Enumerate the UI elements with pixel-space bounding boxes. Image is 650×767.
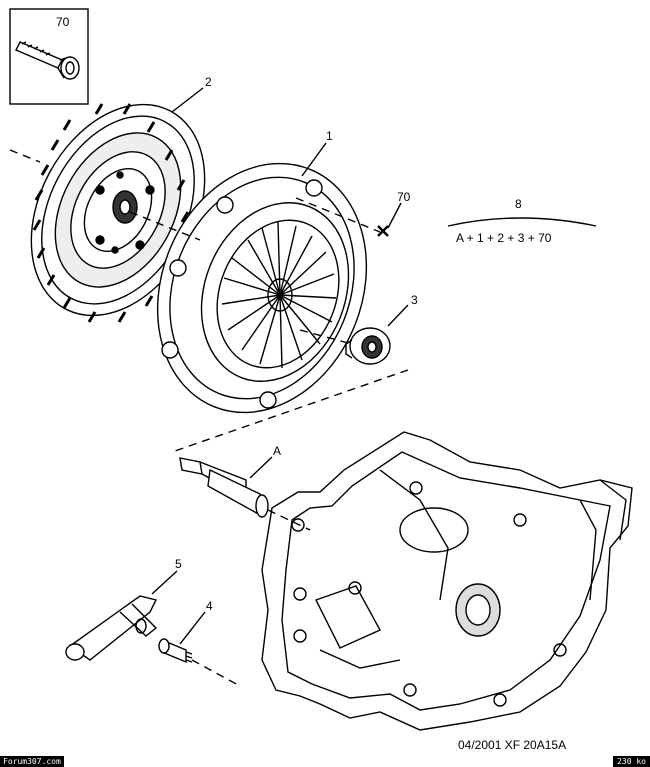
- assembly-bracket: [447, 217, 597, 227]
- watermark-left: Forum307.com: [0, 756, 64, 767]
- leader-lines: [151, 87, 409, 645]
- explode-axis-lines: [9, 149, 409, 687]
- watermark-right: 230 ko: [613, 756, 650, 767]
- release-fork: [65, 595, 158, 661]
- inset-bolt-box: [9, 8, 89, 105]
- callout-bearing: 3: [411, 293, 418, 307]
- bolt-marker: [377, 225, 389, 237]
- clutch-disc: [30, 103, 206, 323]
- input-shaft: [179, 457, 269, 518]
- callout-bolt-box: 70: [56, 15, 70, 29]
- release-bearing: [345, 327, 391, 365]
- callout-fork: 5: [175, 557, 182, 571]
- pivot-stud: [158, 638, 193, 664]
- pressure-plate-cover: [156, 162, 368, 414]
- callout-assembly: 8: [515, 197, 522, 211]
- callout-disc: 2: [205, 75, 212, 89]
- callout-cover: 1: [326, 129, 333, 143]
- gearbox-housing: [261, 431, 633, 731]
- callout-bolt: 70: [397, 190, 411, 204]
- reference-code: 04/2001 XF 20A15A: [458, 738, 567, 752]
- callout-pivot: 4: [206, 599, 213, 613]
- callout-shaft: A: [273, 444, 281, 458]
- assembly-formula: A + 1 + 2 + 3 + 70: [456, 231, 552, 245]
- bolt-illustration: [15, 41, 80, 80]
